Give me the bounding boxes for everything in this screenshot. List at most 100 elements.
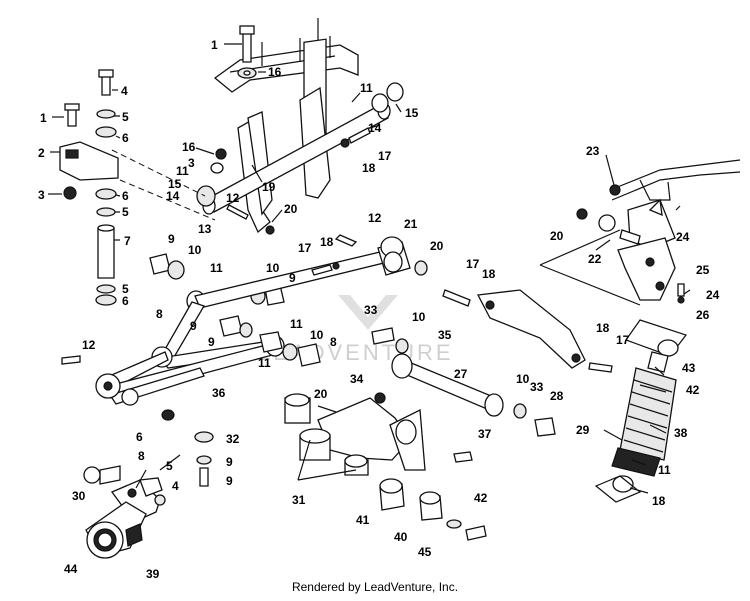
- callout-6: 6: [122, 189, 129, 203]
- callout-36: 34: [350, 372, 364, 386]
- callout-10: 10: [310, 328, 324, 342]
- callout-10: 10: [188, 243, 202, 257]
- callout-24: 24: [676, 230, 690, 244]
- callout-14: 14: [166, 189, 180, 203]
- callout-17: 17: [378, 149, 392, 163]
- callout-34: 10: [516, 372, 530, 386]
- upper-frame-assembly: [202, 18, 391, 234]
- upper-a-arm: [151, 234, 428, 369]
- callout-29: 38: [674, 426, 688, 440]
- callout-10: 33: [530, 380, 544, 394]
- callout-16: 16: [268, 65, 282, 79]
- callout-13: 13: [198, 222, 212, 236]
- callout-17: 17: [616, 333, 630, 347]
- callout-16: 16: [182, 140, 196, 154]
- callout-6: 6: [122, 294, 129, 308]
- callout-11: 27: [454, 367, 468, 381]
- callout-4: 4: [121, 84, 128, 98]
- leader-lines: [48, 43, 691, 494]
- callout-11: 31: [292, 493, 306, 507]
- callout-20: 6: [136, 430, 143, 444]
- callout-42: 20: [314, 387, 328, 401]
- callout-11: 11: [360, 81, 373, 95]
- callout-8: 5: [166, 459, 173, 473]
- callout-42: 41: [356, 513, 370, 527]
- spindle: [83, 465, 166, 559]
- callout-27: 43: [682, 361, 696, 375]
- callout-35: 35: [438, 328, 452, 342]
- callout-32: 29: [576, 423, 590, 437]
- lower-a-arm: [61, 315, 321, 421]
- left-mount-assembly: [59, 69, 119, 306]
- callout-5: 9: [226, 455, 233, 469]
- top-hardware: [196, 25, 404, 235]
- callout-11: 11: [290, 317, 303, 331]
- render-credit: Rendered by LeadVenture, Inc.: [291, 580, 459, 594]
- callout-22: 22: [588, 252, 602, 266]
- callout-3: 3: [38, 188, 45, 202]
- callout-12: 12: [226, 191, 240, 205]
- callout-9: 9: [168, 232, 175, 246]
- callout-20: 20: [550, 229, 564, 243]
- callout-9: 9: [289, 271, 296, 285]
- callout-10: 10: [266, 261, 280, 275]
- callout-5: 5: [122, 282, 129, 296]
- callout-30: 11: [658, 463, 671, 477]
- callout-6: 32: [226, 432, 240, 446]
- callout-18: 18: [596, 321, 610, 335]
- callout-33: 28: [550, 389, 564, 403]
- callout-7: 7: [124, 234, 131, 248]
- callout-8: 11: [258, 356, 271, 370]
- callout-18: 18: [482, 267, 496, 281]
- callout-6: 6: [122, 131, 129, 145]
- callout-25: 25: [696, 263, 710, 277]
- callout-21: 21: [404, 217, 418, 231]
- callout-11: 11: [176, 164, 189, 178]
- callout-9: 30: [72, 489, 86, 503]
- callout-10: 9: [208, 335, 215, 349]
- callout-1: 1: [211, 38, 218, 52]
- callout-33: 33: [364, 303, 378, 317]
- callout-15: 15: [168, 177, 182, 191]
- torque-bracket: [442, 289, 613, 373]
- callout-28: 42: [686, 383, 700, 397]
- callout-11: 11: [210, 261, 223, 275]
- dashed-alignment-lines: [111, 149, 216, 221]
- callout-4: 9: [226, 474, 233, 488]
- callout-15: 15: [405, 106, 419, 120]
- callout-26: 26: [696, 308, 710, 322]
- shock-absorber: [594, 319, 687, 503]
- callout-37: 8: [138, 449, 145, 463]
- trailing-arm-assembly: [284, 327, 556, 541]
- callout-23: 23: [586, 144, 600, 158]
- callout-31: 18: [652, 494, 666, 508]
- callout-5: 5: [122, 110, 129, 124]
- callout-45: 44: [64, 562, 78, 576]
- callout-41: 40: [394, 530, 408, 544]
- callout-2: 2: [38, 146, 45, 160]
- callout-10: 10: [412, 310, 426, 324]
- callout-40: 45: [418, 545, 432, 559]
- callout-38: 37: [478, 427, 492, 441]
- callout-17: 17: [298, 241, 312, 255]
- callout-24: 24: [706, 288, 720, 302]
- callout-8: 8: [156, 307, 163, 321]
- callout-labels: 1 16 11 15 14 17 18 4 1 5 6 2 16 3 11 15…: [38, 38, 720, 581]
- callout-18: 18: [362, 161, 376, 175]
- callout-3: 3: [188, 156, 195, 170]
- callout-14: 14: [368, 121, 382, 135]
- right-frame-bracket: [539, 159, 741, 306]
- callout-44: 39: [146, 567, 160, 581]
- callout-12: 12: [82, 338, 96, 352]
- callout-18: 42: [474, 491, 488, 505]
- callout-1: 1: [40, 111, 47, 125]
- callout-19: 19: [262, 180, 276, 194]
- callout-12: 12: [368, 211, 382, 225]
- callout-17: 17: [466, 257, 480, 271]
- callout-9: 4: [172, 479, 179, 493]
- callout-43: 36: [212, 386, 226, 400]
- callout-20: 20: [284, 202, 298, 216]
- callout-9: 9: [190, 319, 197, 333]
- callout-20: 20: [430, 239, 444, 253]
